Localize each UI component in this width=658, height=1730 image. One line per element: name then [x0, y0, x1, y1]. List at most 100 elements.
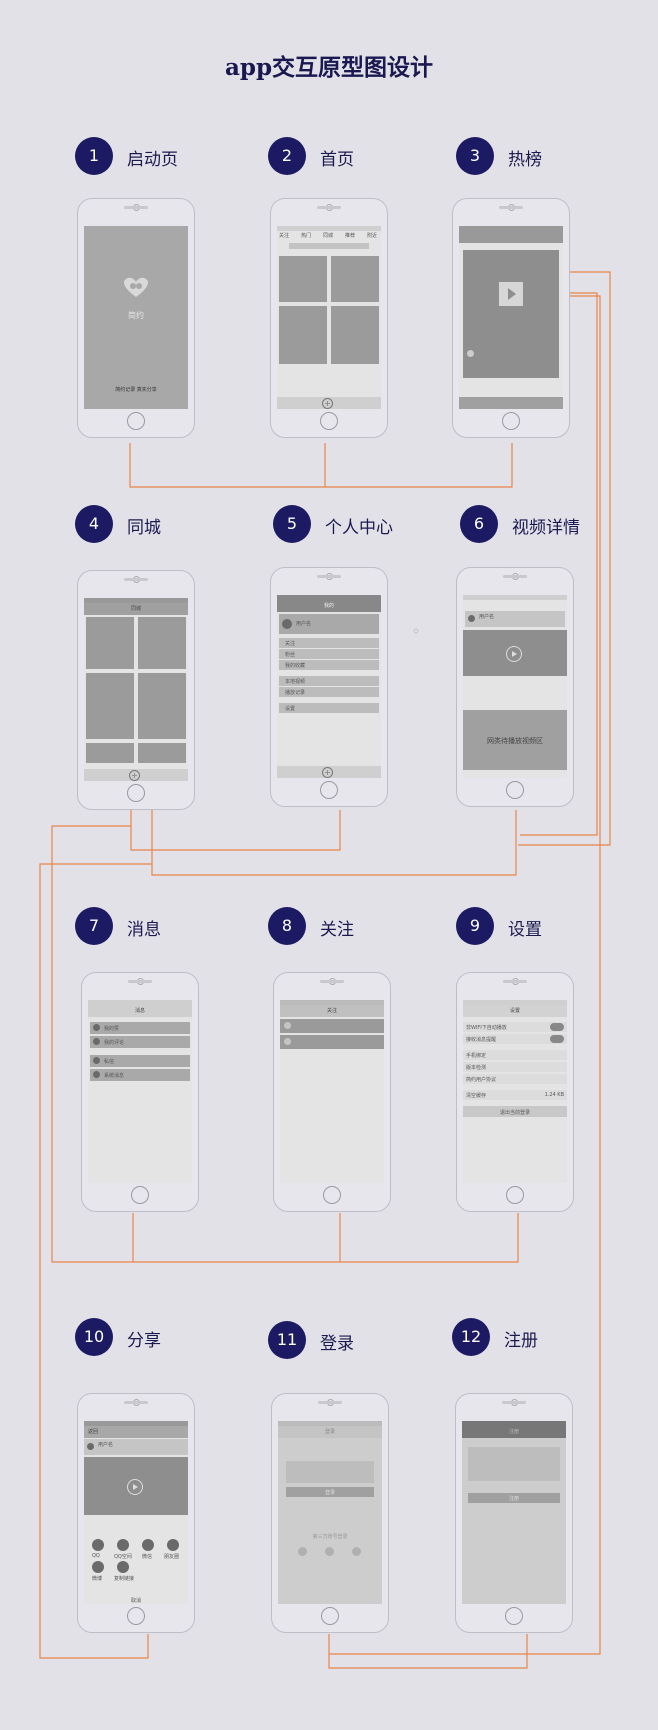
section-label: 热榜	[508, 150, 542, 170]
avatar	[282, 619, 292, 629]
weibo-icon[interactable]	[352, 1547, 361, 1556]
menu-settings[interactable]: 设置	[279, 703, 379, 713]
section-number: 8	[268, 907, 306, 945]
follow-item[interactable]	[280, 1019, 384, 1033]
video-player[interactable]	[463, 630, 567, 676]
avatar	[467, 350, 474, 357]
avatar	[93, 1038, 100, 1045]
video-card[interactable]	[279, 256, 327, 302]
section-number: 6	[460, 505, 498, 543]
setting-agreement[interactable]: 简约用户协议	[463, 1074, 567, 1084]
video-card[interactable]	[86, 617, 134, 669]
play-icon[interactable]	[506, 646, 522, 662]
nav-bar: 注册	[462, 1426, 566, 1438]
username: 用户名	[479, 614, 495, 620]
menu-favorites[interactable]: 我的收藏	[279, 660, 379, 670]
play-icon[interactable]	[127, 1479, 143, 1495]
qq-icon[interactable]	[325, 1547, 334, 1556]
login-inputs[interactable]	[286, 1461, 374, 1483]
home-button[interactable]	[127, 784, 145, 802]
connector-left-2	[39, 863, 152, 1659]
home-button[interactable]	[323, 1186, 341, 1204]
phone-video: 用户名 网类待播放视频区	[456, 567, 574, 807]
register-inputs[interactable]	[468, 1447, 560, 1481]
home-button[interactable]	[127, 412, 145, 430]
tab-follow[interactable]: 关注	[279, 233, 290, 239]
tab-city[interactable]: 同城	[323, 233, 334, 239]
section-number: 2	[268, 137, 306, 175]
msg-system[interactable]: 系统消息	[90, 1069, 190, 1081]
video-cover[interactable]	[463, 250, 559, 378]
home-button[interactable]	[320, 781, 338, 799]
menu-follow[interactable]: 关注	[279, 638, 379, 648]
nav-bar: 关注	[280, 1005, 384, 1017]
user-row[interactable]: 用户名	[84, 1439, 188, 1455]
video-card[interactable]	[86, 743, 134, 763]
phone-hotlist	[452, 198, 570, 438]
msg-comments[interactable]: 我的评论	[90, 1036, 190, 1048]
home-button[interactable]	[502, 412, 520, 430]
slogan: 简约记录 真实分享	[115, 387, 157, 393]
video-player[interactable]	[84, 1457, 188, 1515]
register-button[interactable]: 注册	[468, 1493, 560, 1503]
screen-splash: 简约 简约记录 真实分享	[84, 226, 188, 409]
login-button[interactable]: 登录	[286, 1487, 374, 1497]
link-icon[interactable]	[117, 1561, 129, 1573]
plus-icon[interactable]: +	[322, 398, 333, 409]
home-button[interactable]	[321, 1607, 339, 1625]
setting-version[interactable]: 版本检测	[463, 1062, 567, 1072]
video-card[interactable]	[331, 306, 379, 364]
nav-bar: 设置	[463, 1005, 567, 1017]
home-button[interactable]	[131, 1186, 149, 1204]
section-label: 分享	[127, 1331, 161, 1351]
home-button[interactable]	[505, 1607, 523, 1625]
tab-hot[interactable]: 热门	[301, 233, 312, 239]
cancel-button[interactable]: 取消	[130, 1598, 141, 1604]
setting-notify[interactable]: 接收消息提醒	[463, 1034, 567, 1044]
follow-item[interactable]	[280, 1035, 384, 1049]
tab-recommend[interactable]: 推荐	[345, 233, 356, 239]
home-button[interactable]	[127, 1607, 145, 1625]
toggle-switch[interactable]	[550, 1023, 564, 1031]
status-bar	[463, 595, 567, 600]
video-card[interactable]	[279, 306, 327, 364]
wechat-icon[interactable]	[142, 1539, 154, 1551]
msg-likes[interactable]: 我的赞	[90, 1022, 190, 1034]
setting-phone[interactable]: 手机绑定	[463, 1050, 567, 1060]
menu-local-video[interactable]: 本地视频	[279, 676, 379, 686]
tab-bar	[459, 397, 563, 409]
user-row[interactable]: 用户名	[465, 611, 565, 627]
moments-icon[interactable]	[167, 1539, 179, 1551]
video-card[interactable]	[138, 617, 186, 669]
video-card[interactable]	[86, 673, 134, 739]
plus-icon[interactable]: +	[322, 767, 333, 778]
video-card[interactable]	[138, 743, 186, 763]
menu-history[interactable]: 播放记录	[279, 687, 379, 697]
setting-autoplay[interactable]: 非WIFI下自动播放	[463, 1022, 567, 1032]
msg-private[interactable]: 私信	[90, 1055, 190, 1067]
nav-bar	[459, 231, 563, 243]
search-bar[interactable]	[289, 243, 369, 249]
qzone-icon[interactable]	[117, 1539, 129, 1551]
wechat-icon[interactable]	[298, 1547, 307, 1556]
tab-nearby[interactable]: 附近	[367, 233, 378, 239]
qq-icon[interactable]	[92, 1539, 104, 1551]
logout-button[interactable]: 退出当前登录	[463, 1106, 567, 1117]
video-card[interactable]	[138, 673, 186, 739]
home-button[interactable]	[320, 412, 338, 430]
phone-register: 注册 注册	[455, 1393, 573, 1633]
video-card[interactable]	[331, 256, 379, 302]
user-row[interactable]: 用户名	[279, 614, 379, 634]
menu-label: 本地视频	[285, 679, 306, 685]
play-icon[interactable]	[499, 282, 523, 306]
decor-dot	[413, 628, 419, 634]
weibo-icon[interactable]	[92, 1561, 104, 1573]
toggle-switch[interactable]	[550, 1035, 564, 1043]
home-button[interactable]	[506, 1186, 524, 1204]
speaker	[503, 575, 527, 578]
status-bar	[277, 226, 381, 231]
home-button[interactable]	[506, 781, 524, 799]
menu-fans[interactable]: 粉丝	[279, 649, 379, 659]
plus-icon[interactable]: +	[129, 770, 140, 781]
